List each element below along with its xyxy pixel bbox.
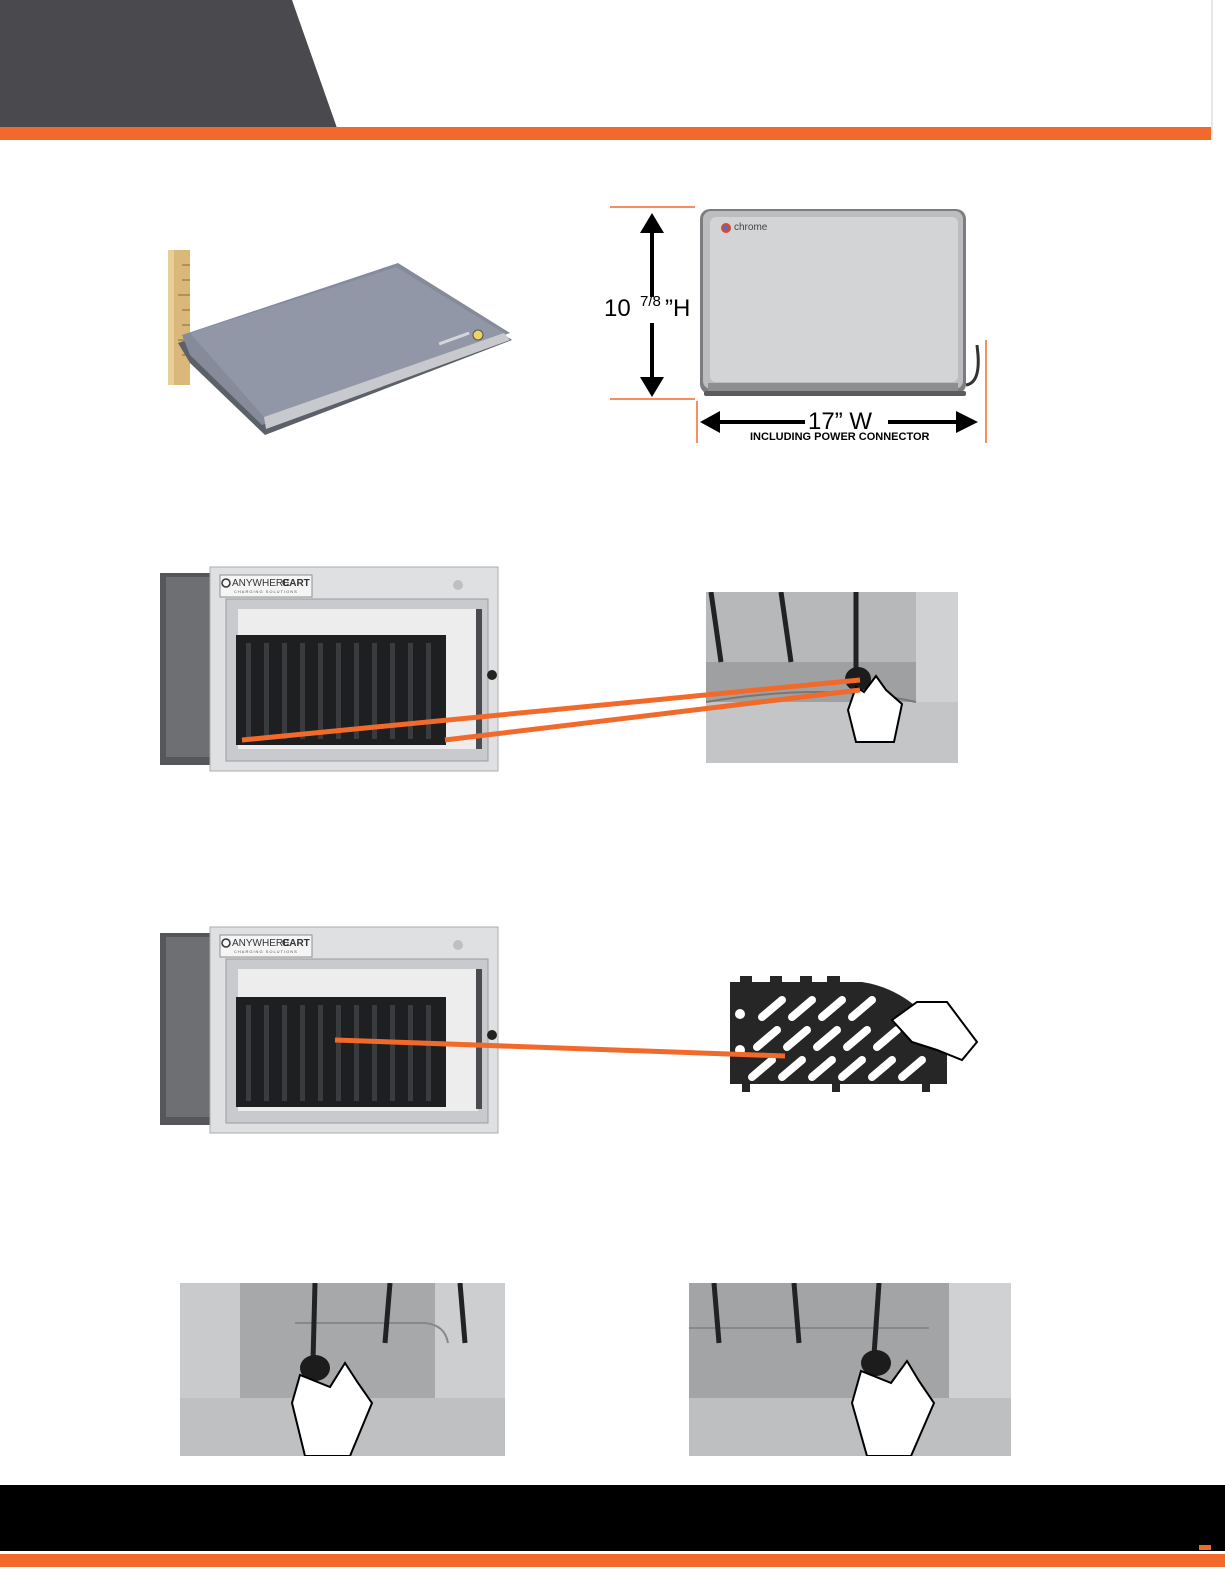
header-dark-panel bbox=[0, 0, 340, 128]
closed-chromebook-photo bbox=[160, 245, 520, 445]
footer-bottom-margin bbox=[0, 1567, 1225, 1585]
height-dimension-fraction: 7/8 bbox=[640, 293, 661, 310]
cable-clip-closeup-left bbox=[180, 1283, 505, 1456]
divider-tray-pointer-line bbox=[330, 1030, 790, 1070]
footer-accent-tab bbox=[1199, 1545, 1211, 1550]
height-dimension-suffix: ”H bbox=[665, 295, 690, 323]
cabinet-logo-word-2: CART bbox=[282, 938, 310, 949]
footer-bar bbox=[0, 1485, 1225, 1551]
cabinet-logo-tagline: CHARGING SOLUTIONS bbox=[234, 589, 298, 594]
cabinet-logo-tagline: CHARGING SOLUTIONS bbox=[234, 949, 298, 954]
cable-clip-closeup-right bbox=[689, 1283, 1011, 1456]
footer-accent-gap bbox=[0, 1551, 1225, 1554]
dimension-lines bbox=[600, 205, 995, 450]
header-right-edge bbox=[1211, 0, 1213, 140]
header-accent-bar bbox=[0, 127, 1212, 140]
chromebook-dimension-diagram: chrome 10 7/8 ”H 17” W INCLUDING POWER C… bbox=[600, 205, 995, 450]
width-dimension-note: INCLUDING POWER CONNECTOR bbox=[750, 431, 929, 443]
laptop-badge-text: chrome bbox=[734, 222, 767, 233]
cable-clip-pointer-lines bbox=[230, 660, 870, 760]
height-dimension-main: 10 bbox=[604, 295, 631, 323]
cabinet-logo-word-2: CART bbox=[282, 578, 310, 589]
